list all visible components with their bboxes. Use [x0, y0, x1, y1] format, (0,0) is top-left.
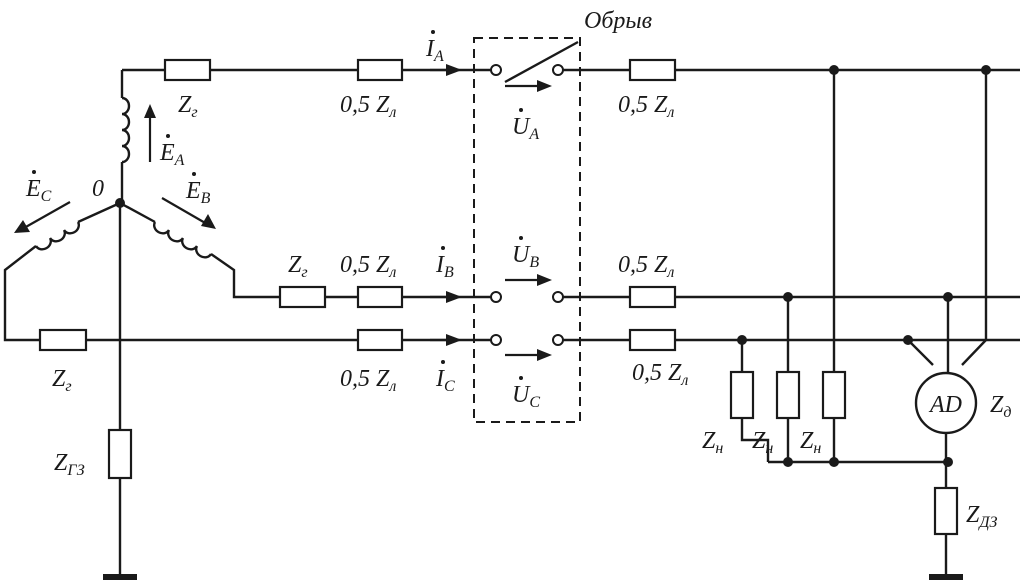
label-zn-1: Zн [702, 428, 723, 457]
phase-c-coil-end-wire [3, 245, 40, 342]
resistor-zg-phase-b [278, 285, 327, 309]
label-half-zl-a-left: 0,5 Zл [340, 92, 396, 121]
resistor-zn-3 [821, 370, 847, 420]
junction-load-neutral-mid [829, 457, 839, 467]
label-half-zl-b-right: 0,5 Zл [618, 252, 674, 281]
phase-b-coil-start-wire [119, 201, 156, 224]
phase-b-coil-end-wire [210, 253, 280, 299]
resistor-zgz [107, 428, 133, 480]
resistor-zn-2 [775, 370, 801, 420]
voltage-a-arrow [505, 80, 552, 92]
phase-a-winding [121, 96, 131, 164]
label-current-a: IA [425, 36, 444, 65]
break-switch-blade [504, 40, 579, 84]
current-a-arrow [430, 64, 462, 76]
emf-a-arrow [144, 104, 156, 162]
label-half-zl-c-right: 0,5 Zл [632, 360, 688, 389]
label-zg-phase-a: Zг [178, 92, 198, 121]
phase-c-coil-start-wire [77, 201, 121, 224]
emf-b-arrow [161, 197, 216, 229]
emf-c-arrow [14, 201, 71, 233]
break-section-boundary [473, 37, 581, 423]
label-voltage-b: UB [512, 242, 539, 271]
resistor-half-zl-c-left [356, 328, 404, 352]
resistor-half-zl-b-left [356, 285, 404, 309]
voltage-b-arrow [505, 274, 552, 286]
label-current-c: IC [435, 366, 455, 395]
resistor-zg-phase-c [38, 328, 88, 352]
label-break: Обрыв [584, 8, 652, 34]
label-current-b: IB [435, 252, 454, 281]
phase-c-winding [34, 221, 80, 251]
motor-phase-c-wire [907, 339, 934, 366]
resistor-zn-1 [729, 370, 755, 420]
label-zd: Zд [990, 392, 1011, 421]
load1-lower-wire [740, 418, 770, 462]
label-zn-3: Zн [800, 428, 821, 457]
terminal-a-left [490, 64, 502, 76]
label-half-zl-b-left: 0,5 Zл [340, 252, 396, 281]
current-b-arrow [430, 291, 462, 303]
terminal-b-left [490, 291, 502, 303]
motor-phase-a-wire [961, 70, 988, 366]
terminal-a-right [552, 64, 564, 76]
label-zgz: ZГЗ [54, 450, 85, 479]
phasor-dot-marks [32, 30, 523, 380]
label-neutral: 0 [92, 176, 104, 202]
resistor-half-zl-b-right [628, 285, 677, 309]
resistor-half-zl-c-right [628, 328, 677, 352]
label-zg-phase-b: Zг [288, 252, 308, 281]
resistor-half-zl-a-left [356, 58, 404, 82]
label-zdz: ZДЗ [966, 502, 998, 531]
label-zg-phase-c: Zг [52, 366, 72, 395]
label-half-zl-c-left: 0,5 Zл [340, 366, 396, 395]
resistor-zg-phase-a [163, 58, 212, 82]
voltage-c-arrow [505, 349, 552, 361]
resistor-half-zl-a-right [628, 58, 677, 82]
label-half-zl-a-right: 0,5 Zл [618, 92, 674, 121]
terminal-c-right [552, 334, 564, 346]
resistor-zdz [933, 486, 959, 536]
label-voltage-a: UA [512, 114, 539, 143]
motor-label: AD [928, 392, 962, 418]
label-emf-a: EA [159, 140, 185, 169]
phase-b-winding [153, 221, 213, 259]
label-zn-2: Zн [752, 428, 773, 457]
label-emf-c: EC [25, 176, 52, 205]
terminal-b-right [552, 291, 564, 303]
label-voltage-c: UC [512, 382, 540, 411]
junction-load-neutral-left [783, 457, 793, 467]
label-emf-b: EB [185, 178, 211, 207]
terminal-c-left [490, 334, 502, 346]
current-c-arrow [430, 334, 462, 346]
junction-motor-neutral [943, 457, 953, 467]
